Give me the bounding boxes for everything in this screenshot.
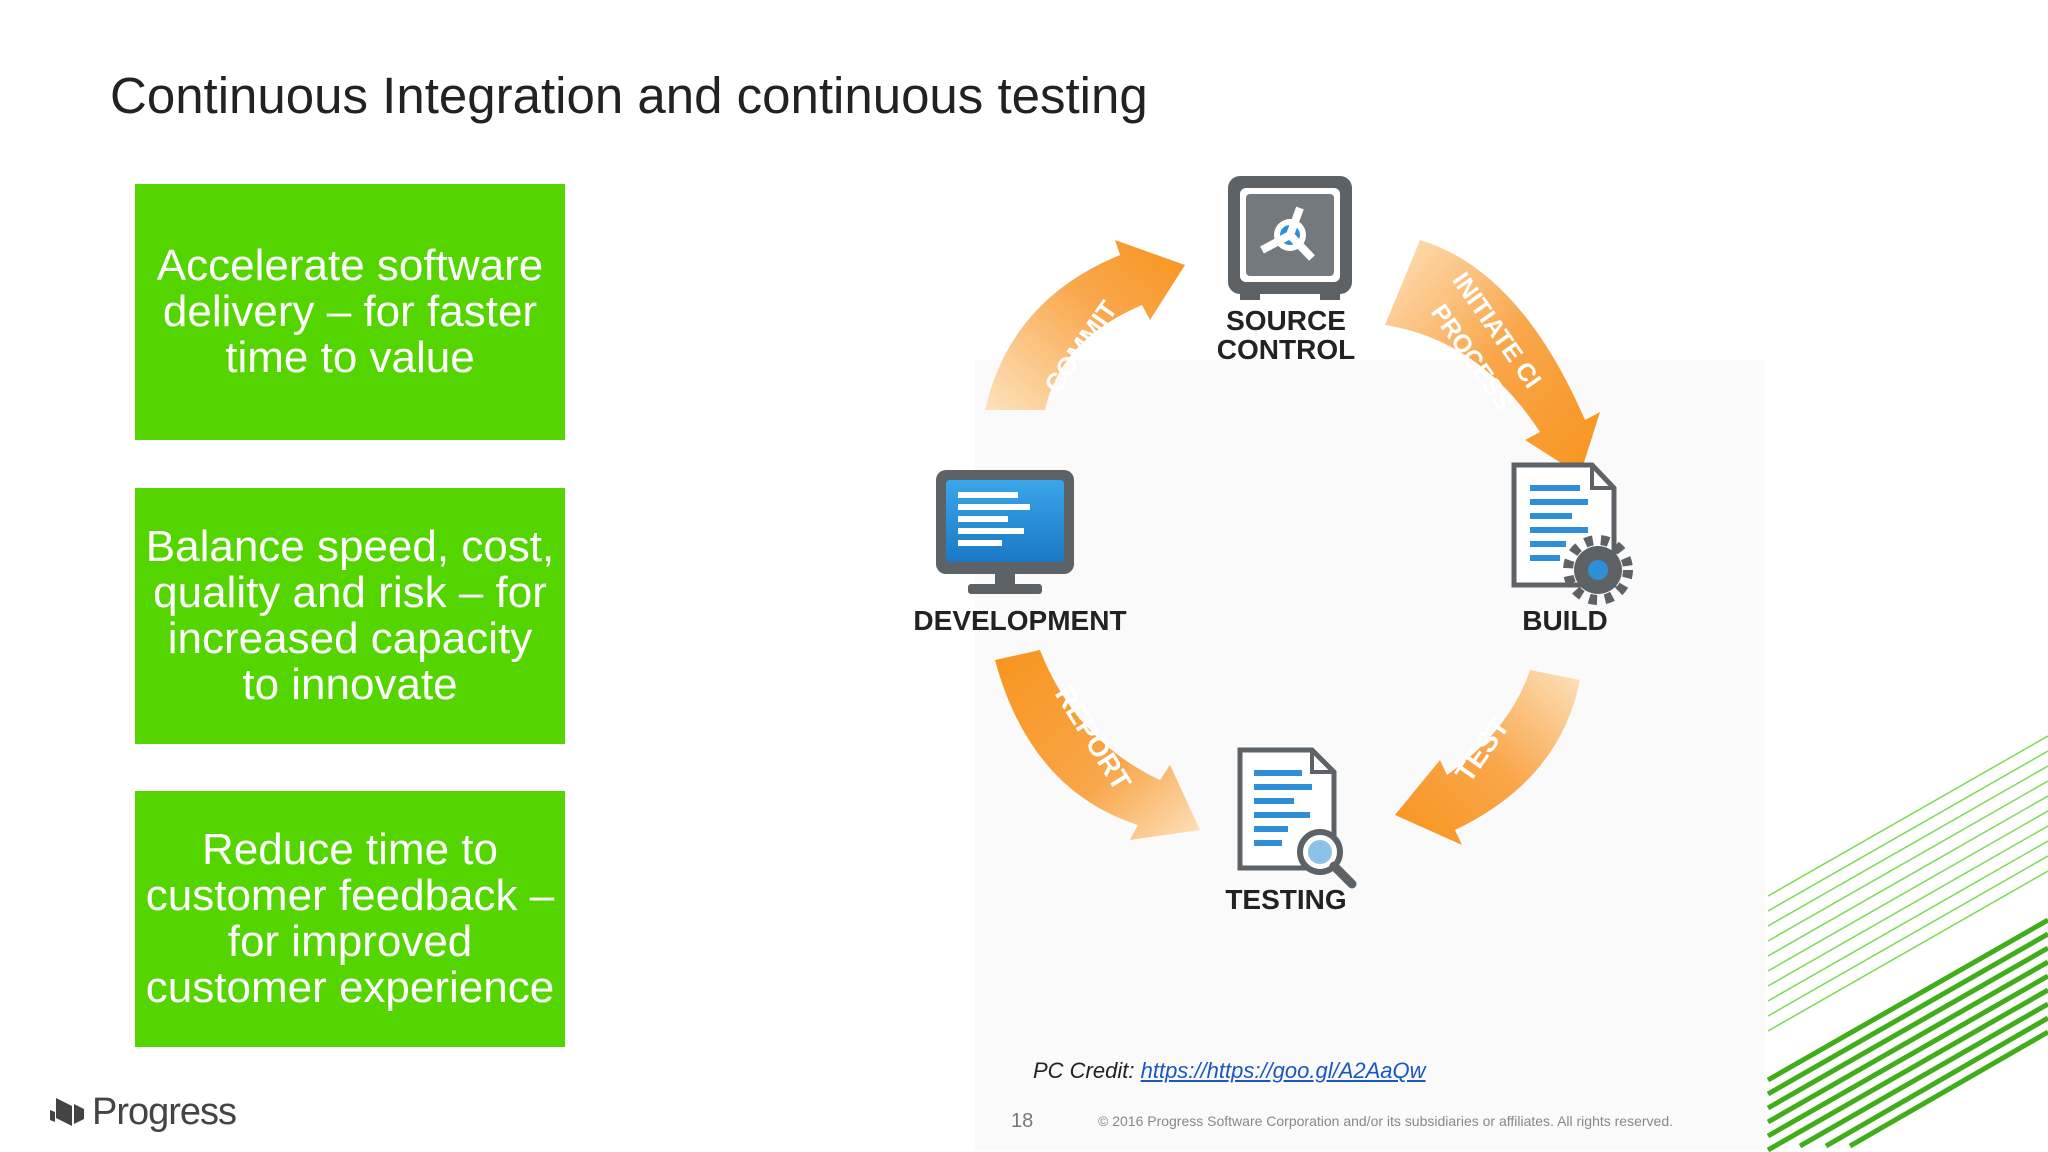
initiate-ci-arrow: INITIATE CI PROCESS (1385, 240, 1600, 475)
test-arrow: TEST (1395, 670, 1580, 845)
credit-label: PC Credit: (1033, 1058, 1135, 1083)
development-monitor-icon (936, 470, 1074, 594)
source-control-label-line1: SOURCE (1226, 305, 1346, 336)
testing-document-magnifier-icon (1237, 747, 1357, 889)
copyright-notice: © 2016 Progress Software Corporation and… (1098, 1113, 1673, 1129)
progress-logo-icon (50, 1098, 84, 1126)
build-label: BUILD (1522, 605, 1608, 636)
build-document-gear-icon (1511, 462, 1633, 605)
development-label: DEVELOPMENT (913, 605, 1126, 636)
progress-logo: Progress (48, 1090, 237, 1134)
source-control-label-line2: CONTROL (1217, 334, 1355, 365)
report-arrow: REPORT (995, 650, 1200, 840)
benefit-box-delivery: Accelerate software delivery – for faste… (135, 184, 565, 440)
source-control-icon (1228, 176, 1352, 300)
slide-title: Continuous Integration and continuous te… (110, 67, 1148, 124)
photo-credit: PC Credit: https://https://goo.gl/A2AaQw (1033, 1058, 1426, 1084)
decorative-green-stripes (1766, 735, 2048, 1152)
benefit-box-feedback: Reduce time to customer feedback – for i… (135, 791, 565, 1047)
credit-link[interactable]: https://https://goo.gl/A2AaQw (1140, 1058, 1426, 1083)
benefit-box-balance: Balance speed, cost, quality and risk – … (135, 488, 565, 744)
testing-label: TESTING (1225, 884, 1346, 915)
page-number: 18 (1011, 1110, 1034, 1132)
progress-logo-text: Progress (92, 1090, 237, 1133)
commit-arrow: COMMIT (985, 240, 1185, 410)
